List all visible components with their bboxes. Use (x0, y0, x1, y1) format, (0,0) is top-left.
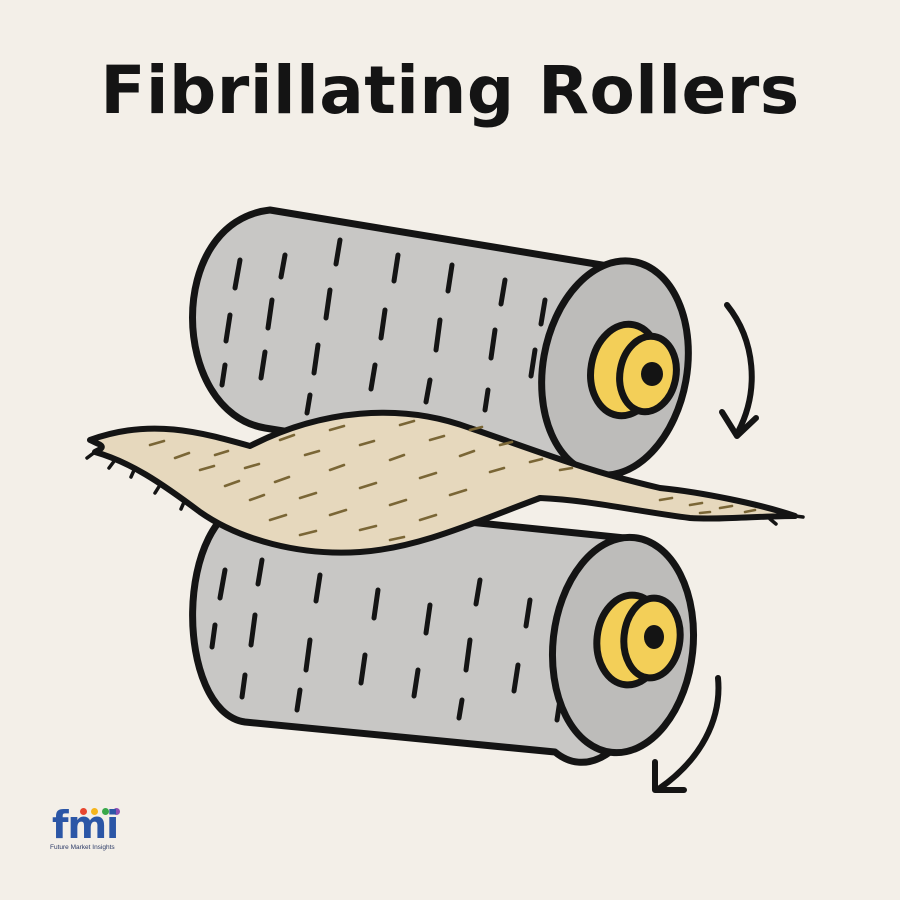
logo-dot-2 (91, 808, 98, 815)
page-title: Fibrillating Rollers (100, 52, 800, 129)
upper-roller-texture (219, 237, 548, 416)
upper-roller (189, 206, 692, 482)
logo-dot-3 (102, 808, 109, 815)
sheet-fiber-texture (148, 419, 757, 542)
lower-roller (189, 496, 698, 766)
sheet-frayed-edge (85, 450, 805, 526)
logo-dot-4 (113, 808, 120, 815)
logo-dot-1 (80, 808, 87, 815)
logo-dots (80, 808, 130, 816)
lower-rotation-arrow (652, 675, 722, 793)
logo-mark: fmi (52, 803, 119, 847)
upper-roller-hub (587, 320, 680, 420)
upper-rotation-arrow (719, 302, 759, 439)
sheet-outline (87, 409, 798, 556)
fibrillated-sheet (85, 409, 805, 556)
lower-roller-hub (593, 591, 684, 689)
logo-tagline: Future Market Insights (50, 844, 115, 851)
fmi-logo: fmi Future Market Insights (50, 806, 130, 856)
lower-roller-texture (209, 557, 563, 723)
